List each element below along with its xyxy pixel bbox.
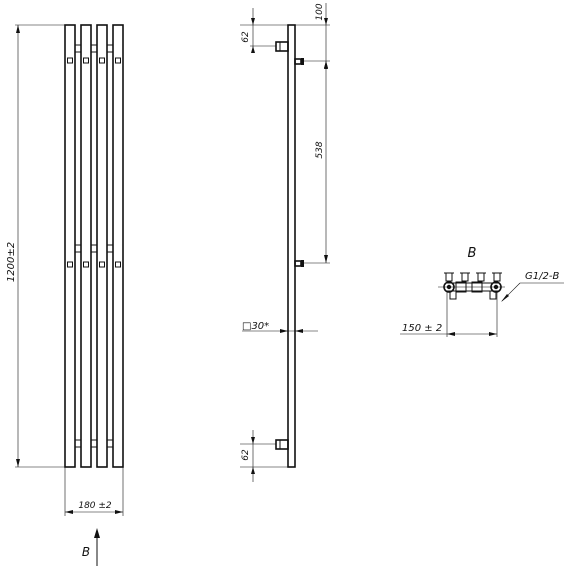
top-inlet-dimension: 62 [240,8,288,53]
detail-title: B [468,246,477,261]
top-inlet-dim-label: 62 [241,31,251,43]
thread-leader: G1/2-B [501,271,564,302]
bracket-spacing-dim-label: 538 [315,141,325,158]
side-tube [287,24,296,468]
bottom-inlet-dim-label: 62 [241,449,251,461]
centers-dim-label: 150 ± 2 [402,323,442,334]
section-callout: □30* [242,321,318,333]
top-offset-dimension: 100 [295,3,330,68]
front-view: 1200±2 180 ±2 B [6,24,124,566]
width-dimension: 180 ±2 [64,467,124,516]
height-dimension: 1200±2 [6,24,65,468]
section-label: □30* [242,321,269,332]
bottom-inlet-dimension: 62 [240,430,288,482]
connector-stubs [444,272,502,300]
radiator-tubes [64,24,124,468]
top-offset-dim-label: 100 [315,3,325,20]
mounting-holes [67,57,121,268]
tube-2 [80,24,92,468]
thread-label: G1/2-B [525,271,559,282]
bracket-spacing-dimension: 538 [304,61,330,264]
side-view: 100 538 62 62 [240,3,330,482]
tube-4 [112,24,124,468]
wall-bracket-bottom [294,260,304,267]
tube-1 [64,24,76,468]
view-arrow-label: B [82,545,90,559]
top-inlet [275,41,289,52]
view-arrow: B [82,528,100,566]
wall-bracket-top [294,58,304,65]
centers-dimension: 150 ± 2 [400,291,498,337]
bottom-inlet [275,439,289,450]
height-dim-label: 1200±2 [6,242,17,282]
width-dim-label: 180 ±2 [78,501,112,511]
detail-view: B [400,246,564,337]
tube-connectors [75,44,113,448]
end-connections [438,281,505,293]
tube-3 [96,24,108,468]
